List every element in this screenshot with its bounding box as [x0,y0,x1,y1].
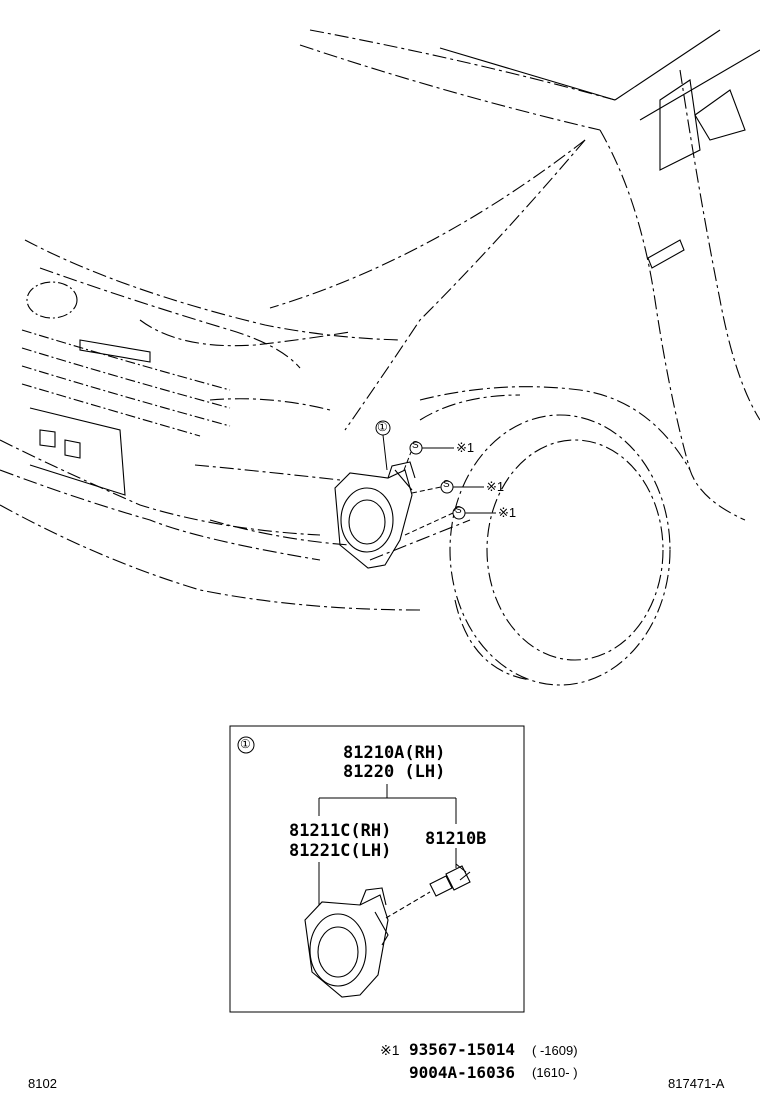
callout-1-upper [375,420,391,471]
fog-lamp-bulb [385,863,471,919]
footer-left-code: 8102 [28,1076,57,1091]
fog-lamp-housing [304,887,389,998]
note-range-2: (1610- ) [532,1065,578,1080]
screw-symbol-1: S [412,440,419,451]
note-part-2: 9004A-16036 [409,1063,515,1082]
screw-note-1: ※1 [456,440,475,455]
footer-right-code: 817471-A [668,1076,725,1091]
note-range-1: ( -1609) [532,1043,578,1058]
detail-box-frame [229,725,525,1013]
screw-symbol-2: S [443,479,450,490]
note-part-1: 93567-15014 [409,1040,515,1059]
screw-symbol-3: S [455,505,462,516]
bulb-part-number: 81210B [425,829,487,849]
detail-leader-lines [318,784,457,905]
housing-part-number-lh: 81221C(LH) [289,841,392,861]
screw-note-3: ※1 [498,505,517,520]
screw-note-2: ※1 [486,479,505,494]
detail-box-marker: ① [240,737,251,751]
fog-lamp-installed [334,461,416,569]
assembly-part-number-rh: 81210A(RH) [343,743,446,763]
screw-callouts [403,441,496,536]
assembly-part-number-lh: 81220 (LH) [343,762,446,782]
housing-part-number-rh: 81211C(RH) [289,821,392,841]
callout-1-label: ① [377,420,388,434]
note-mark: ※1 [380,1042,400,1058]
vehicle-outline [0,29,760,686]
